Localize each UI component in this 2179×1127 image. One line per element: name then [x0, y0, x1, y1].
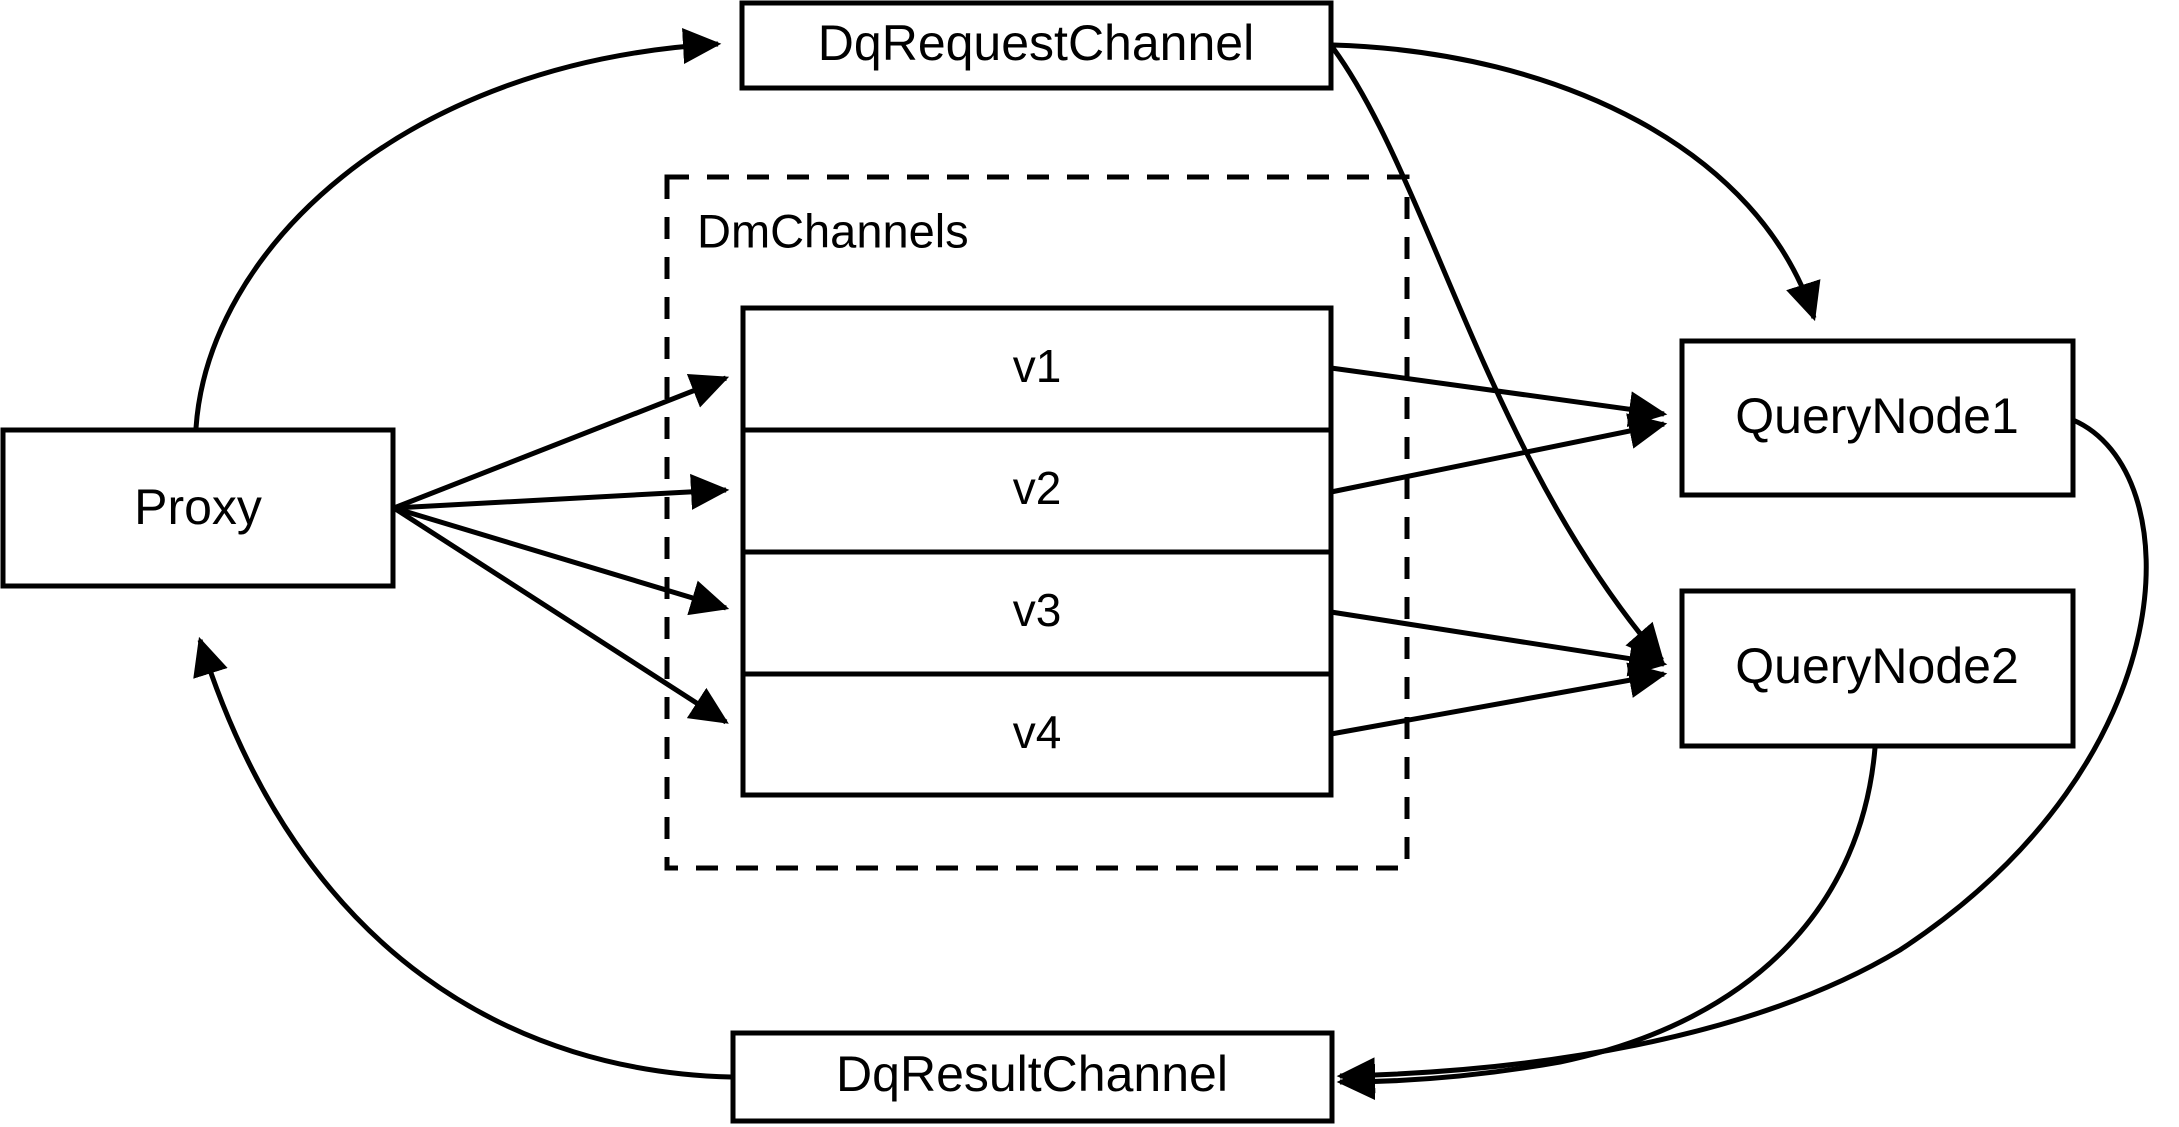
node-proxy-label: Proxy [134, 479, 262, 535]
node-querynode1[interactable] [1679, 338, 2076, 498]
shard-label-v4: v4 [1013, 706, 1062, 758]
edge-v1-to-querynode1 [1330, 365, 1668, 428]
edge-v2-to-querynode1 [1330, 413, 1668, 495]
dmchannels-group-box [664, 174, 1410, 871]
node-querynode2-label: QueryNode2 [1735, 638, 2019, 694]
node-querynode2[interactable] [1679, 588, 2076, 749]
shard-label-v1: v1 [1013, 340, 1062, 392]
node-dqrequestchannel-label: DqRequestChannel [818, 15, 1254, 71]
edge-dqrequestchannel-to-querynode2 [1330, 46, 1665, 663]
shard-label-v2: v2 [1013, 462, 1062, 514]
edge-querynode1-to-dqresultchannel [1336, 417, 2149, 1094]
node-dqrequestchannel[interactable] [739, 0, 1334, 91]
edge-dqrequestchannel-to-querynode1 [1332, 42, 1821, 322]
edge-v4-to-querynode2 [1330, 662, 1668, 737]
node-proxy[interactable] [0, 427, 396, 589]
edge-proxy-to-v1 [393, 374, 730, 511]
edge-proxy-to-dqrequestchannel [193, 28, 722, 429]
dmchannels-group-label: DmChannels [697, 204, 969, 257]
node-querynode1-label: QueryNode1 [1735, 388, 2019, 444]
node-dqresultchannel[interactable] [730, 1030, 1335, 1124]
node-dqresultchannel-label: DqResultChannel [836, 1046, 1228, 1102]
edge-v3-to-querynode2 [1330, 609, 1668, 677]
edge-proxy-to-v2 [393, 473, 730, 511]
edge-dqresultchannel-to-proxy [193, 636, 732, 1080]
edge-querynode2-to-dqresultchannel [1336, 747, 1878, 1100]
edge-proxy-to-v3 [393, 505, 730, 616]
shard-label-v3: v3 [1013, 584, 1062, 636]
edge-proxy-to-v4 [392, 505, 729, 725]
